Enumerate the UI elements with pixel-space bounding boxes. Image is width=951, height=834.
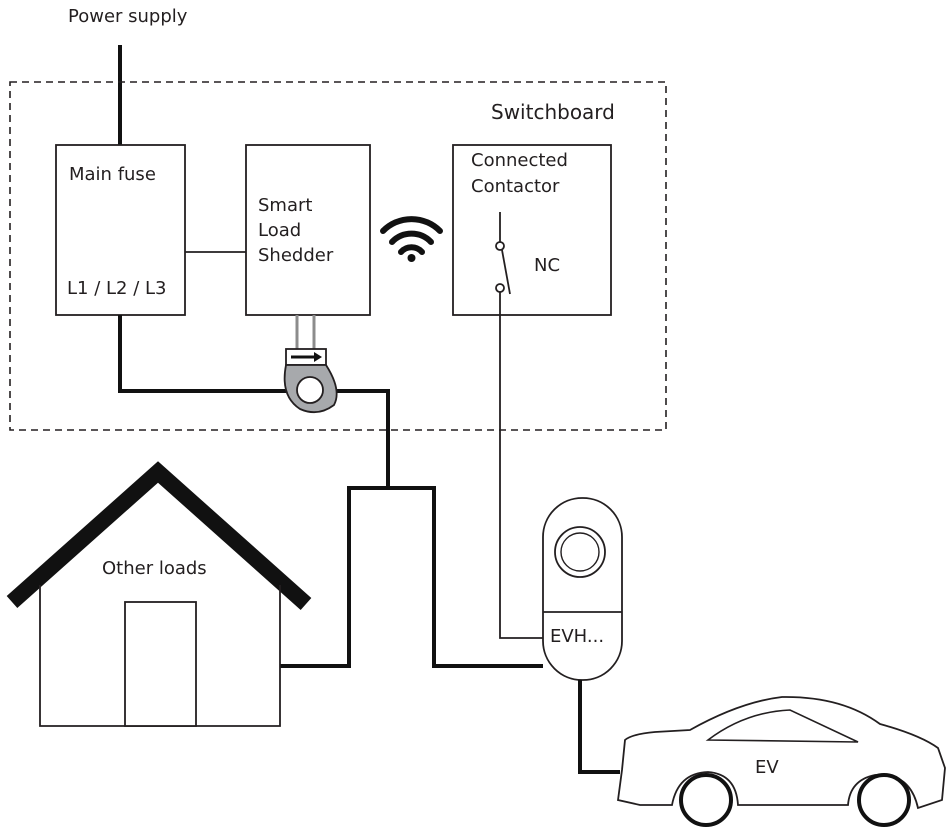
- power-supply-label: Power supply: [68, 6, 188, 27]
- ev-car-icon: [616, 696, 946, 827]
- switchboard-label: Switchboard: [491, 100, 615, 124]
- distribution-line: [280, 486, 543, 668]
- main-fuse-box: [55, 144, 186, 316]
- smart-label-line3: Shedder: [258, 245, 334, 266]
- charging-cable: [578, 680, 620, 774]
- contactor-control-line: [499, 315, 543, 639]
- main-fuse-label: Main fuse: [69, 164, 156, 185]
- nc-label: NC: [534, 255, 560, 276]
- nc-switch-symbol: [495, 212, 511, 315]
- contactor-label-line2: Contactor: [471, 176, 560, 197]
- smart-label-line1: Smart: [258, 195, 312, 216]
- connected-contactor-box: [452, 144, 612, 316]
- charger-label: EVH...: [550, 626, 604, 647]
- switchboard-enclosure: [9, 81, 667, 431]
- smart-load-shedder-box: [245, 144, 371, 316]
- ev-charger: [542, 497, 623, 681]
- main-power-line: [118, 315, 390, 488]
- phases-label: L1 / L2 / L3: [67, 278, 166, 299]
- house-door: [124, 601, 197, 727]
- ev-label: EV: [755, 757, 779, 778]
- house-icon: [6, 461, 312, 727]
- contactor-label-line1: Connected: [471, 150, 568, 171]
- smart-label-line2: Load: [258, 220, 301, 241]
- other-loads-label: Other loads: [102, 558, 207, 579]
- current-clamp-icon: [283, 315, 338, 414]
- wifi-icon: [380, 216, 443, 262]
